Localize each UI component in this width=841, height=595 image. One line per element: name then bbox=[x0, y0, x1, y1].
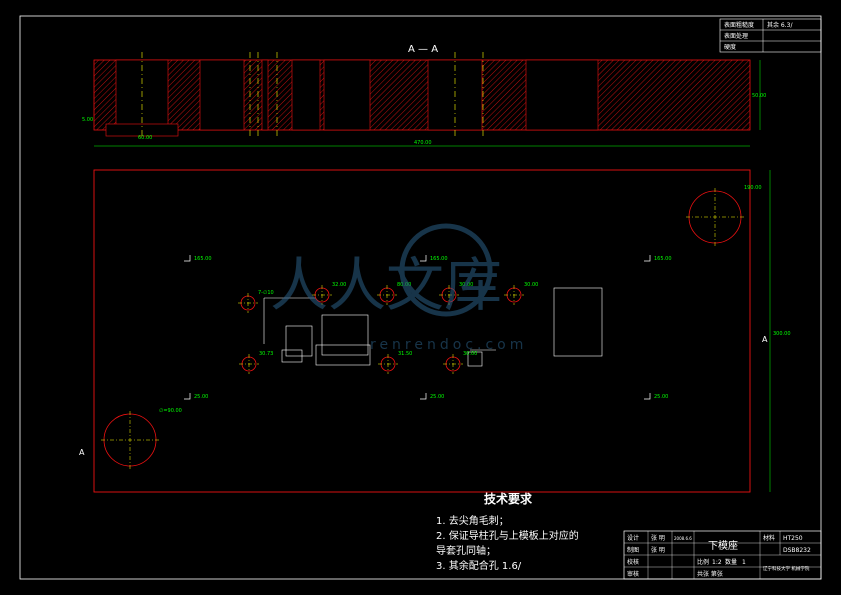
pin-mark-2 bbox=[644, 255, 651, 262]
sheet-frame bbox=[19, 15, 822, 580]
section-view: 470.00 50.00 5.00 60.00 bbox=[82, 52, 766, 147]
section-marker-right: A bbox=[762, 335, 768, 344]
hole-label: 30.00 bbox=[459, 282, 473, 288]
watermark: 人人文库 renrendoc.com bbox=[270, 223, 527, 353]
hole-label: 32.00 bbox=[332, 282, 346, 288]
hole-label: 7-∅10 bbox=[258, 290, 274, 296]
pin-label: 25.00 bbox=[430, 394, 444, 400]
section-marker-left: A bbox=[79, 448, 85, 457]
pin-label: 25.00 bbox=[654, 394, 668, 400]
watermark-cn: 人人文库 bbox=[270, 251, 502, 319]
hole-label: 190.00 bbox=[744, 185, 762, 191]
tb-quantity: 1 bbox=[742, 559, 746, 566]
dim-section-height: 50.00 bbox=[752, 93, 766, 99]
tech-item-4: 3. 其余配合孔 1.6/ bbox=[436, 561, 522, 572]
tb-name-design: 张 明 bbox=[651, 534, 665, 542]
hole-label: 30.00 bbox=[463, 351, 477, 357]
tb-school: 辽宁科技大学 机械学院 bbox=[763, 565, 810, 572]
watermark-en: renrendoc.com bbox=[370, 337, 527, 353]
dim-plan-height: 300.00 bbox=[773, 331, 791, 337]
title-block: 设计 张 明 制图 张 明 校核 审核 2008.6.6 下模座 材料 HT25… bbox=[623, 530, 822, 580]
hole-label: 30.00 bbox=[524, 282, 538, 288]
tb-label-design: 设计 bbox=[627, 534, 639, 542]
tech-item-1: 1. 去尖角毛刺； bbox=[436, 516, 509, 527]
hole-label: 31.50 bbox=[398, 351, 412, 357]
roughness-table: 表面粗糙度 表面处理 硬度 其余 6.3/ bbox=[719, 18, 822, 53]
tb-label-draw: 制图 bbox=[627, 546, 639, 554]
tb-part-name: 下模座 bbox=[708, 539, 738, 552]
pin-label: 165.00 bbox=[654, 256, 672, 262]
tb-scale: 1:2 bbox=[712, 559, 722, 566]
dim-left-step: 5.00 bbox=[82, 117, 93, 123]
pin-label: 165.00 bbox=[430, 256, 448, 262]
pin-mark-3 bbox=[184, 393, 191, 400]
tech-requirements-heading: 技术要求 bbox=[484, 492, 533, 506]
tb-label-material: 材料 bbox=[763, 534, 775, 542]
hole-label: ∅=90.00 bbox=[159, 408, 182, 414]
pin-label: 25.00 bbox=[194, 394, 208, 400]
tb-date: 2008.6.6 bbox=[674, 536, 692, 541]
tech-item-2: 2. 保证导柱孔与上模板上对应的 bbox=[436, 531, 579, 542]
tb-sheet: 共张 第张 bbox=[697, 570, 723, 578]
pin-label: 165.00 bbox=[194, 256, 212, 262]
roughness-row-1: 表面粗糙度 bbox=[724, 21, 754, 29]
section-title: A — A bbox=[408, 44, 438, 55]
tech-item-3: 导套孔同轴； bbox=[436, 546, 496, 557]
hole-label: 30.73 bbox=[259, 351, 273, 357]
pin-mark-1 bbox=[420, 255, 427, 262]
roughness-row-2: 表面处理 bbox=[724, 32, 748, 40]
pin-mark-0 bbox=[184, 255, 191, 262]
pin-mark-4 bbox=[420, 393, 427, 400]
dim-pocket: 60.00 bbox=[138, 135, 152, 141]
tb-name-draw: 张 明 bbox=[651, 546, 665, 554]
tb-scale-label: 比例 bbox=[697, 558, 709, 566]
tb-drawing-no: DSB8232 bbox=[783, 547, 811, 554]
tb-quantity-label: 数量 bbox=[725, 558, 737, 566]
pin-mark-5 bbox=[644, 393, 651, 400]
dim-overall-length: 470.00 bbox=[414, 140, 432, 146]
tb-label-approve: 审核 bbox=[627, 570, 639, 578]
roughness-row-3: 硬度 bbox=[724, 43, 736, 51]
tech-requirements: 技术要求 1. 去尖角毛刺； 2. 保证导柱孔与上模板上对应的 导套孔同轴； 3… bbox=[436, 492, 579, 574]
tb-label-check: 校核 bbox=[627, 558, 639, 566]
roughness-value: 其余 6.3/ bbox=[767, 21, 793, 29]
tb-material: HT250 bbox=[783, 535, 803, 542]
